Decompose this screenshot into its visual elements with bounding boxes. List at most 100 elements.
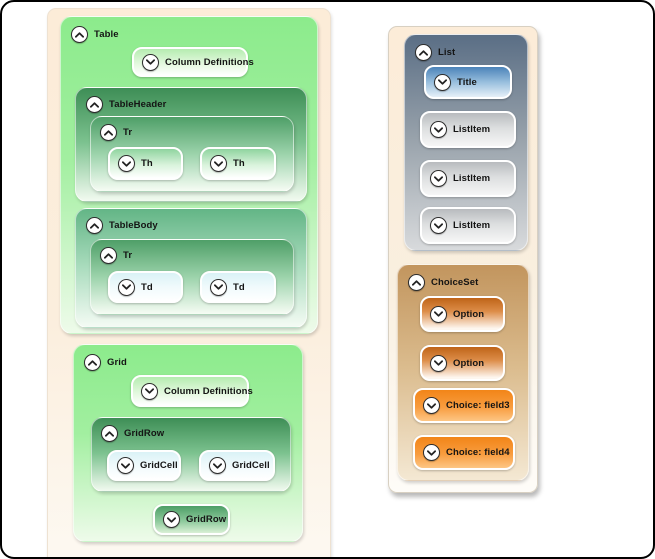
collapse-button[interactable]	[100, 124, 117, 141]
node-label: Option	[453, 308, 485, 320]
grid-row-collapsed-node[interactable]: GridRow	[153, 504, 230, 535]
chevron-up-icon	[104, 129, 113, 136]
chevron-down-icon	[427, 449, 436, 456]
node-label: Column Definitions	[164, 385, 253, 397]
title-node[interactable]: Title	[424, 65, 512, 99]
chevron-down-icon	[146, 59, 155, 65]
chevron-down-icon	[121, 462, 130, 469]
choice-set-head: ChoiceSet	[408, 274, 478, 291]
table-body-head: TableBody	[86, 217, 158, 234]
tr-node: Tr Th Th	[90, 116, 294, 192]
list-item-node[interactable]: ListItem	[420, 160, 516, 197]
collapse-button[interactable]	[86, 96, 103, 113]
collapse-button[interactable]	[71, 26, 88, 43]
right-panel-group: List Title ListItem ListItem	[388, 26, 538, 493]
option-node[interactable]: Option	[420, 296, 505, 332]
expand-button[interactable]	[423, 397, 440, 414]
chevron-down-icon	[214, 284, 223, 290]
node-label: Th	[233, 158, 245, 169]
chevron-down-icon	[145, 388, 154, 394]
column-definitions-node[interactable]: Column Definitions	[132, 47, 254, 77]
node-label: TableHeader	[109, 99, 167, 110]
list-item-node[interactable]: ListItem	[420, 111, 516, 148]
choice-node[interactable]: Choice: field3	[413, 388, 515, 423]
table-header-head: TableHeader	[86, 96, 166, 113]
table-node: Table Column Definitions TableHeader	[60, 16, 318, 334]
chevron-up-icon	[104, 252, 113, 259]
option-node[interactable]: Option	[420, 345, 505, 381]
node-label: Td	[141, 281, 153, 293]
node-label: Option	[453, 357, 485, 369]
chevron-up-icon	[75, 31, 84, 38]
node-label: Tr	[123, 250, 133, 261]
choice-node[interactable]: Choice: field4	[413, 435, 515, 470]
node-label: ListItem	[453, 124, 491, 135]
tr-head: Tr	[100, 124, 132, 141]
left-panel-group: Table Column Definitions TableHeader	[47, 8, 331, 557]
node-label: Grid	[107, 357, 127, 368]
table-node-head: Table	[71, 26, 119, 43]
chevron-up-icon	[88, 359, 97, 366]
grid-row-head: GridRow	[101, 425, 164, 442]
choice-set-node: ChoiceSet Option Option Choice: field3	[397, 264, 529, 481]
chevron-down-icon	[438, 79, 447, 85]
collapse-button[interactable]	[86, 217, 103, 234]
expand-button[interactable]	[430, 121, 447, 138]
node-label: Th	[141, 158, 153, 169]
node-label: GridRow	[186, 514, 227, 525]
collapse-button[interactable]	[408, 274, 425, 291]
table-body-node: TableBody Tr Td	[75, 208, 307, 328]
chevron-down-icon	[434, 311, 443, 317]
node-label: Title	[457, 76, 477, 88]
expand-button[interactable]	[430, 217, 447, 234]
expand-button[interactable]	[423, 444, 440, 461]
td-node[interactable]: Td	[200, 271, 276, 303]
td-node[interactable]: Td	[108, 271, 183, 303]
list-node: List Title ListItem ListItem	[404, 34, 528, 251]
chevron-down-icon	[213, 462, 222, 469]
node-label: Column Definitions	[165, 56, 254, 68]
grid-node: Grid Column Definitions GridRow	[73, 344, 303, 542]
node-label: Tr	[123, 127, 133, 138]
collapse-button[interactable]	[415, 44, 432, 61]
expand-button[interactable]	[430, 305, 447, 323]
expand-button[interactable]	[209, 457, 226, 474]
collapse-button[interactable]	[100, 247, 117, 264]
grid-node-head: Grid	[84, 354, 127, 371]
node-label: ListItem	[453, 220, 491, 231]
expand-button[interactable]	[434, 73, 451, 91]
node-label: ChoiceSet	[431, 277, 479, 288]
expand-button[interactable]	[118, 155, 135, 172]
chevron-down-icon	[214, 160, 223, 167]
collapse-button[interactable]	[101, 425, 118, 442]
list-item-node[interactable]: ListItem	[420, 207, 516, 244]
collapse-button[interactable]	[84, 354, 101, 371]
expand-button[interactable]	[142, 53, 159, 71]
node-label: GridCell	[140, 460, 178, 471]
chevron-up-icon	[90, 101, 99, 108]
th-node[interactable]: Th	[108, 147, 183, 180]
expand-button[interactable]	[141, 382, 158, 400]
list-node-head: List	[415, 44, 455, 61]
node-label: Td	[233, 281, 245, 293]
expand-button[interactable]	[163, 511, 180, 528]
expand-button[interactable]	[210, 278, 227, 296]
expand-button[interactable]	[430, 354, 447, 372]
expand-button[interactable]	[430, 170, 447, 187]
th-node[interactable]: Th	[200, 147, 276, 180]
node-label: Table	[94, 29, 119, 40]
grid-cell-node[interactable]: GridCell	[199, 450, 275, 481]
node-label: ListItem	[453, 173, 491, 184]
chevron-down-icon	[122, 284, 131, 290]
expand-button[interactable]	[118, 278, 135, 296]
chevron-down-icon	[122, 160, 131, 167]
tr-node: Tr Td Td	[90, 239, 294, 315]
expand-button[interactable]	[210, 155, 227, 172]
node-label: GridRow	[124, 428, 165, 439]
column-definitions-node[interactable]: Column Definitions	[131, 375, 253, 407]
chevron-down-icon	[434, 222, 443, 229]
expand-button[interactable]	[117, 457, 134, 474]
chevron-up-icon	[412, 279, 421, 286]
grid-cell-node[interactable]: GridCell	[107, 450, 181, 481]
node-label: TableBody	[109, 220, 158, 231]
